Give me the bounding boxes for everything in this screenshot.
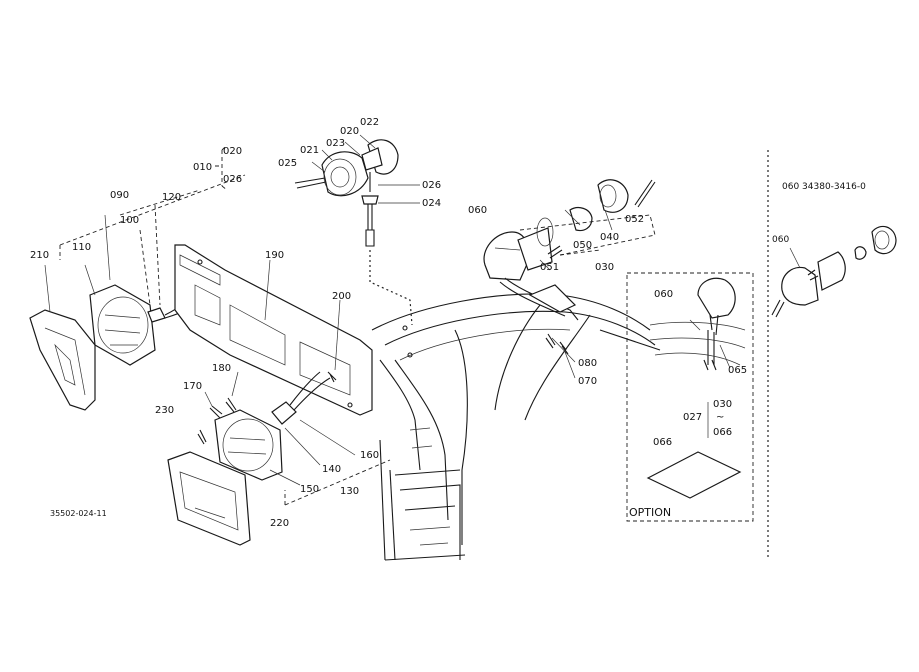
callout-190: 190 — [265, 250, 284, 261]
left-headlight-assembly — [29, 174, 246, 411]
callout-025: 025 — [278, 158, 297, 169]
callout-022: 022 — [360, 117, 379, 128]
reference-lamp — [771, 225, 897, 318]
callout-050: 050 — [573, 240, 592, 251]
option-callout-027: 027 — [683, 412, 702, 423]
callout-230: 230 — [155, 405, 174, 416]
option-callout-030: 030 — [713, 399, 732, 410]
callout-130: 130 — [340, 486, 359, 497]
callout-020b: 020 — [340, 126, 359, 137]
callout-100: 100 — [120, 215, 139, 226]
tractor-body-outline — [371, 293, 661, 561]
option-callout-065: 065 — [728, 365, 747, 376]
callout-140: 140 — [322, 464, 341, 475]
option-title: OPTION — [629, 506, 671, 519]
callout-052: 052 — [625, 214, 644, 225]
option-box — [626, 272, 754, 522]
option-callout-066b: 066 — [653, 437, 672, 448]
footer-code: 35502-024-11 — [50, 509, 107, 518]
callout-070: 070 — [578, 376, 597, 387]
bolt-200 — [327, 299, 341, 383]
callout-120: 120 — [162, 192, 181, 203]
reference-note: 060 34380-3416-0 — [782, 182, 866, 192]
callout-060: 060 — [468, 205, 487, 216]
callout-180: 180 — [212, 363, 231, 374]
callout-020a: 020 — [223, 146, 242, 157]
callout-220: 220 — [270, 518, 289, 529]
callout-026b: 026 — [422, 180, 441, 191]
right-headlight-assembly — [167, 371, 391, 546]
option-callout-tilde: ~ — [716, 412, 724, 423]
mounting-bracket-190 — [174, 244, 373, 416]
work-lamp-020 — [294, 134, 420, 326]
callout-023: 023 — [326, 138, 345, 149]
callout-010: 010 — [193, 162, 212, 173]
option-callout-060: 060 — [654, 289, 673, 300]
callout-110: 110 — [72, 242, 91, 253]
callout-090: 090 — [110, 190, 129, 201]
callout-030: 030 — [595, 262, 614, 273]
callout-024: 024 — [422, 198, 441, 209]
callout-040: 040 — [600, 232, 619, 243]
callout-170: 170 — [183, 381, 202, 392]
callout-080: 080 — [578, 358, 597, 369]
callout-021: 021 — [300, 145, 319, 156]
callout-200: 200 — [332, 291, 351, 302]
callout-150: 150 — [300, 484, 319, 495]
callout-160: 160 — [360, 450, 379, 461]
callout-210: 210 — [30, 250, 49, 261]
callout-051: 051 — [540, 262, 559, 273]
group-010: 010 020 026 — [193, 144, 242, 191]
option-callout-066a: 066 — [713, 427, 732, 438]
reference-callout-060: 060 — [772, 235, 789, 245]
rear-lamp-assembly — [483, 179, 656, 379]
